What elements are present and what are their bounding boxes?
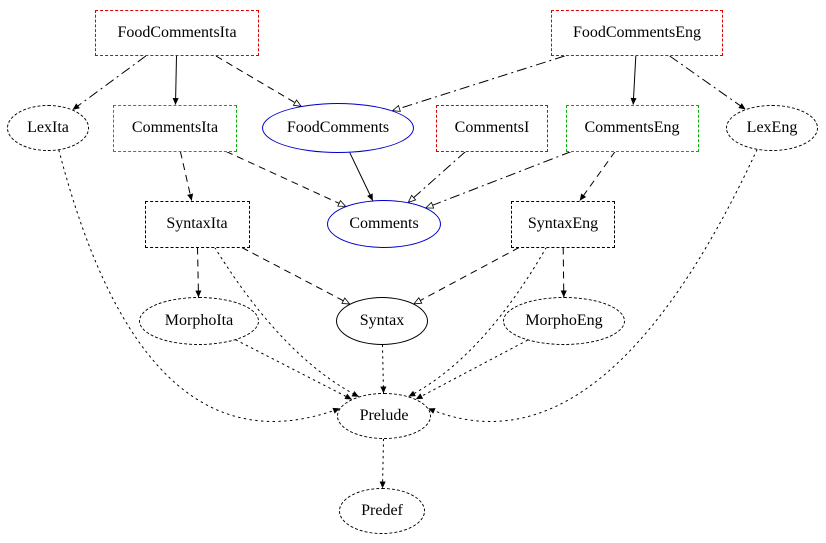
edge-foodcommentseng-lexeng — [669, 55, 746, 110]
node-label: Comments — [349, 215, 419, 232]
edge-commentsita-comments — [225, 151, 347, 207]
edge-syntaxeng-morphoeng — [560, 247, 567, 298]
edge-prelude-predef — [379, 438, 386, 489]
node-label: Predef — [361, 502, 403, 519]
node-label: CommentsI — [454, 119, 530, 136]
node-lexeng: LexEng — [726, 105, 818, 151]
edge-foodcommentsita-commentsita — [172, 55, 179, 105]
node-morphoita: MorphoIta — [139, 297, 259, 345]
node-lexita: LexIta — [7, 105, 89, 151]
edge-syntaxeng-prelude — [408, 247, 547, 397]
node-label: MorphoIta — [164, 312, 234, 329]
node-label: FoodCommentsEng — [572, 24, 701, 41]
node-label: CommentsIta — [131, 119, 219, 136]
edge-commentsi-comments — [407, 151, 466, 204]
edge-commentsita-syntaxita — [179, 151, 194, 201]
edge-foodcommentseng-foodcomments — [391, 55, 565, 112]
node-commentsita: CommentsIta — [113, 104, 237, 152]
edge-lexeng-prelude — [427, 149, 758, 422]
node-foodcommentseng: FoodCommentsEng — [551, 10, 723, 56]
node-morphoeng: MorphoEng — [503, 297, 625, 345]
edge-foodcomments-comments — [349, 152, 374, 201]
node-label: SyntaxEng — [527, 215, 599, 232]
node-foodcomments: FoodComments — [262, 103, 414, 153]
edge-syntaxita-prelude — [214, 247, 360, 398]
node-syntaxeng: SyntaxEng — [511, 200, 615, 248]
edge-syntax-prelude — [380, 344, 387, 394]
node-prelude: Prelude — [337, 393, 431, 439]
edge-lexita-prelude — [58, 149, 341, 422]
node-label: CommentsEng — [584, 119, 680, 136]
node-label: FoodCommentsIta — [117, 24, 237, 41]
edge-syntaxeng-syntax — [413, 247, 520, 305]
edge-morphoita-prelude — [235, 339, 353, 400]
node-comments: Comments — [327, 200, 441, 248]
node-label: Syntax — [359, 312, 405, 329]
edge-commentseng-syntaxeng — [579, 151, 616, 201]
node-predef: Predef — [339, 488, 425, 534]
node-label: SyntaxIta — [166, 215, 228, 232]
node-commentseng: CommentsEng — [565, 104, 699, 152]
node-label: LexIta — [27, 119, 69, 136]
edge-commentseng-comments — [424, 151, 572, 209]
node-label: FoodComments — [286, 119, 390, 136]
node-label: LexEng — [746, 119, 798, 136]
edge-syntaxita-syntax — [241, 247, 351, 305]
node-label: Prelude — [359, 407, 409, 424]
node-syntaxita: SyntaxIta — [144, 200, 250, 248]
edge-foodcommentseng-commentseng — [630, 55, 637, 105]
edge-morphoeng-prelude — [415, 339, 528, 400]
edge-syntaxita-morphoita — [195, 247, 202, 298]
node-commentsi: CommentsI — [436, 104, 548, 152]
edge-foodcommentsita-lexita — [72, 55, 147, 111]
node-foodcommentsita: FoodCommentsIta — [95, 10, 259, 56]
edge-foodcommentsita-foodcomments — [215, 55, 303, 107]
node-label: MorphoEng — [525, 312, 603, 329]
node-syntax: Syntax — [336, 297, 428, 345]
